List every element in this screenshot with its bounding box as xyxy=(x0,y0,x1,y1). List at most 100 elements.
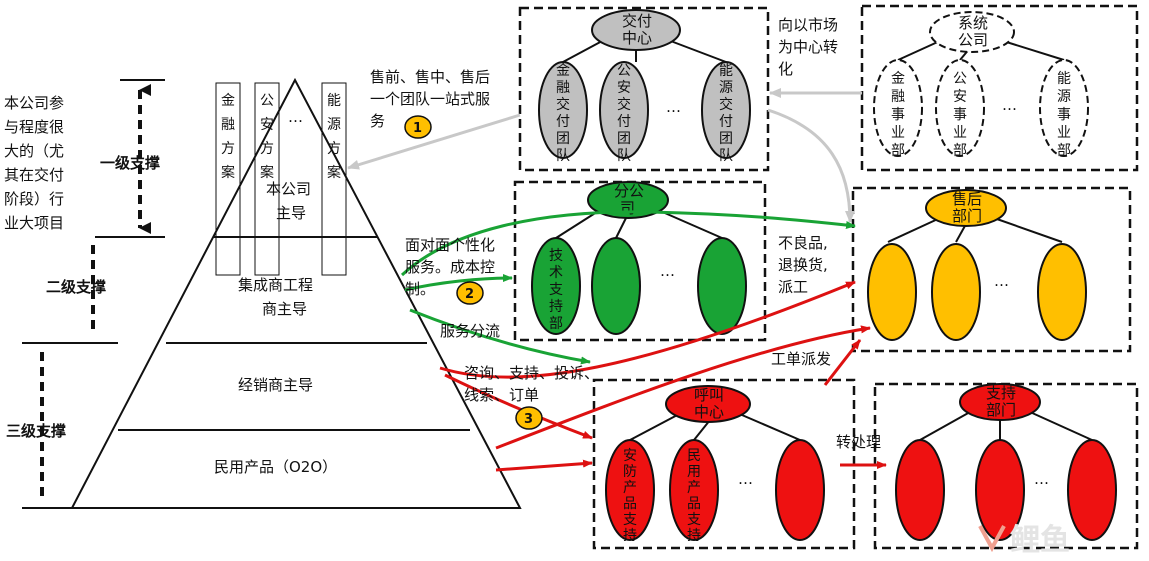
solution-label-energy: 能源方案 xyxy=(327,93,341,181)
division-label: 公安事业部 xyxy=(953,71,967,159)
defect-note: 不良品, xyxy=(778,234,828,252)
division-ellipsis: … xyxy=(1002,96,1017,114)
security-support-label: 安防产品支持 xyxy=(623,448,637,544)
aftersale-child-node xyxy=(931,243,981,341)
delivery-center-box xyxy=(518,6,770,172)
aftersale-label: 部门 xyxy=(952,207,982,225)
aftersale-child-node xyxy=(867,243,917,341)
left-note-line: 其在交付 xyxy=(4,166,64,184)
consult-note: 咨询、支持、投诉、 xyxy=(464,364,599,382)
aftersale-label: 售后 xyxy=(952,190,982,208)
branch-label: 司 xyxy=(620,199,635,217)
transfer-note: 转处理 xyxy=(836,433,881,451)
branch-ellipsis: … xyxy=(660,262,675,280)
aftersale-child-node xyxy=(1037,243,1087,341)
solution-box xyxy=(215,82,241,276)
support-dept-label: 支持 xyxy=(986,384,1016,402)
badge-label: 1 xyxy=(413,121,422,136)
aftersale-ellipsis: … xyxy=(994,272,1009,290)
pyramid-second-label: 集成商工程 xyxy=(238,276,313,294)
support-level-lines xyxy=(22,79,165,509)
green-arrow-aftersale xyxy=(400,210,856,277)
badge-2: 2 xyxy=(456,281,484,305)
solution-label-police: 公安方案 xyxy=(260,93,274,181)
support-dept-label: 部门 xyxy=(986,401,1016,419)
delivery-team-label: 金融交付团队 xyxy=(556,63,570,164)
green-arrow-branch xyxy=(404,274,513,292)
system-company-label: 公司 xyxy=(958,31,988,49)
solution-labels: 金融方案 公安方案 能源方案 xyxy=(221,93,341,181)
badge-label: 3 xyxy=(524,412,533,427)
aftersale-node xyxy=(925,189,1007,227)
left-note-line: 本公司参 xyxy=(4,94,64,112)
support-ellipsis: … xyxy=(1034,470,1049,488)
green-arrow-split xyxy=(409,308,591,365)
branch-node xyxy=(587,181,669,219)
pyramid-top-label: 主导 xyxy=(276,204,306,222)
delivery-team-node xyxy=(599,61,649,159)
red-arrow-dispatch xyxy=(823,339,862,386)
division-label: 能源事业部 xyxy=(1057,71,1071,159)
personal-note: 制。 xyxy=(405,280,435,298)
left-note: 本公司参 与程度很 大的（尤 其在交付 阶段）行 业大项目 xyxy=(4,94,64,232)
node-labels: 金融交付团队公安交付团队能源交付团队金融事业部公安事业部能源事业部技术支持部安防… xyxy=(549,63,1071,544)
market-note: 向以市场 xyxy=(778,16,838,34)
callcenter-child-node xyxy=(775,439,825,541)
pyramid-outline xyxy=(70,77,522,509)
level2-label: 二级支撑 xyxy=(46,278,106,296)
watermark-logo: 鲤鱼 xyxy=(978,523,1070,558)
consult-note: 线索、订单 xyxy=(464,386,539,404)
support-child-node xyxy=(1067,439,1117,541)
security-support-node xyxy=(605,439,655,541)
level3-label: 三级支撑 xyxy=(6,422,66,440)
pyramid-bottom-label: 民用产品（O2O） xyxy=(214,458,337,476)
support-dept-node xyxy=(959,383,1041,421)
solution-box xyxy=(321,82,347,276)
solution-label-finance: 金融方案 xyxy=(221,93,235,181)
delivery-team-label: 公安交付团队 xyxy=(617,63,631,164)
system-company-node xyxy=(929,11,1015,53)
tech-support-label: 技术支持部 xyxy=(549,248,563,332)
red-arrow-dispatch-from-pyramid xyxy=(495,325,871,450)
delivery-team-node xyxy=(701,61,751,159)
personal-note: 服务。成本控 xyxy=(405,258,495,276)
market-note: 为中心转 xyxy=(778,38,838,56)
presale-note: 一个团队一站式服 xyxy=(370,90,490,108)
system-company-box xyxy=(860,4,1139,172)
solution-ellipsis: … xyxy=(288,108,303,126)
pyramid-third-label: 经销商主导 xyxy=(238,376,313,394)
pyramid-second-label: 商主导 xyxy=(262,300,307,318)
delivery-ellipsis: … xyxy=(666,98,681,116)
division-node xyxy=(873,59,923,157)
red-arrow-consumer xyxy=(495,459,593,472)
left-note-line: 大的（尤 xyxy=(4,142,64,160)
presale-note: 务 xyxy=(370,112,385,130)
defect-note: 退换货, xyxy=(778,256,828,274)
pyramid: … 本公司 主导 集成商工程 商主导 经销商主导 民用产品（O2O） xyxy=(70,77,522,509)
support-child-node xyxy=(895,439,945,541)
badge-3: 3 xyxy=(515,406,543,430)
left-note-line: 业大项目 xyxy=(4,214,64,232)
market-note: 化 xyxy=(778,60,793,78)
delivery-team-node xyxy=(538,61,588,159)
gray-arrow-aftersale xyxy=(767,108,855,223)
personal-note: 面对面个性化 xyxy=(405,236,495,254)
delivery-center-node xyxy=(591,9,681,51)
callcenter-ellipsis: … xyxy=(738,470,753,488)
left-note-line: 阶段）行 xyxy=(4,190,64,208)
arrows xyxy=(347,88,887,472)
tech-support-node xyxy=(531,237,581,335)
callcenter-label: 中心 xyxy=(694,403,724,421)
gray-arrow-presale xyxy=(347,113,521,170)
callcenter-label: 呼叫 xyxy=(694,386,724,404)
defect-note: 派工 xyxy=(778,278,808,296)
red-arrow-defect xyxy=(439,280,856,379)
branch-label: 分公 xyxy=(614,182,644,200)
aftersale-box xyxy=(851,186,1132,353)
division-node xyxy=(935,59,985,157)
consumer-support-label: 民用产品支持 xyxy=(687,448,701,544)
pyramid-top-label: 本公司 xyxy=(266,180,311,198)
branch-child-node xyxy=(591,237,641,335)
division-node xyxy=(1039,59,1089,157)
